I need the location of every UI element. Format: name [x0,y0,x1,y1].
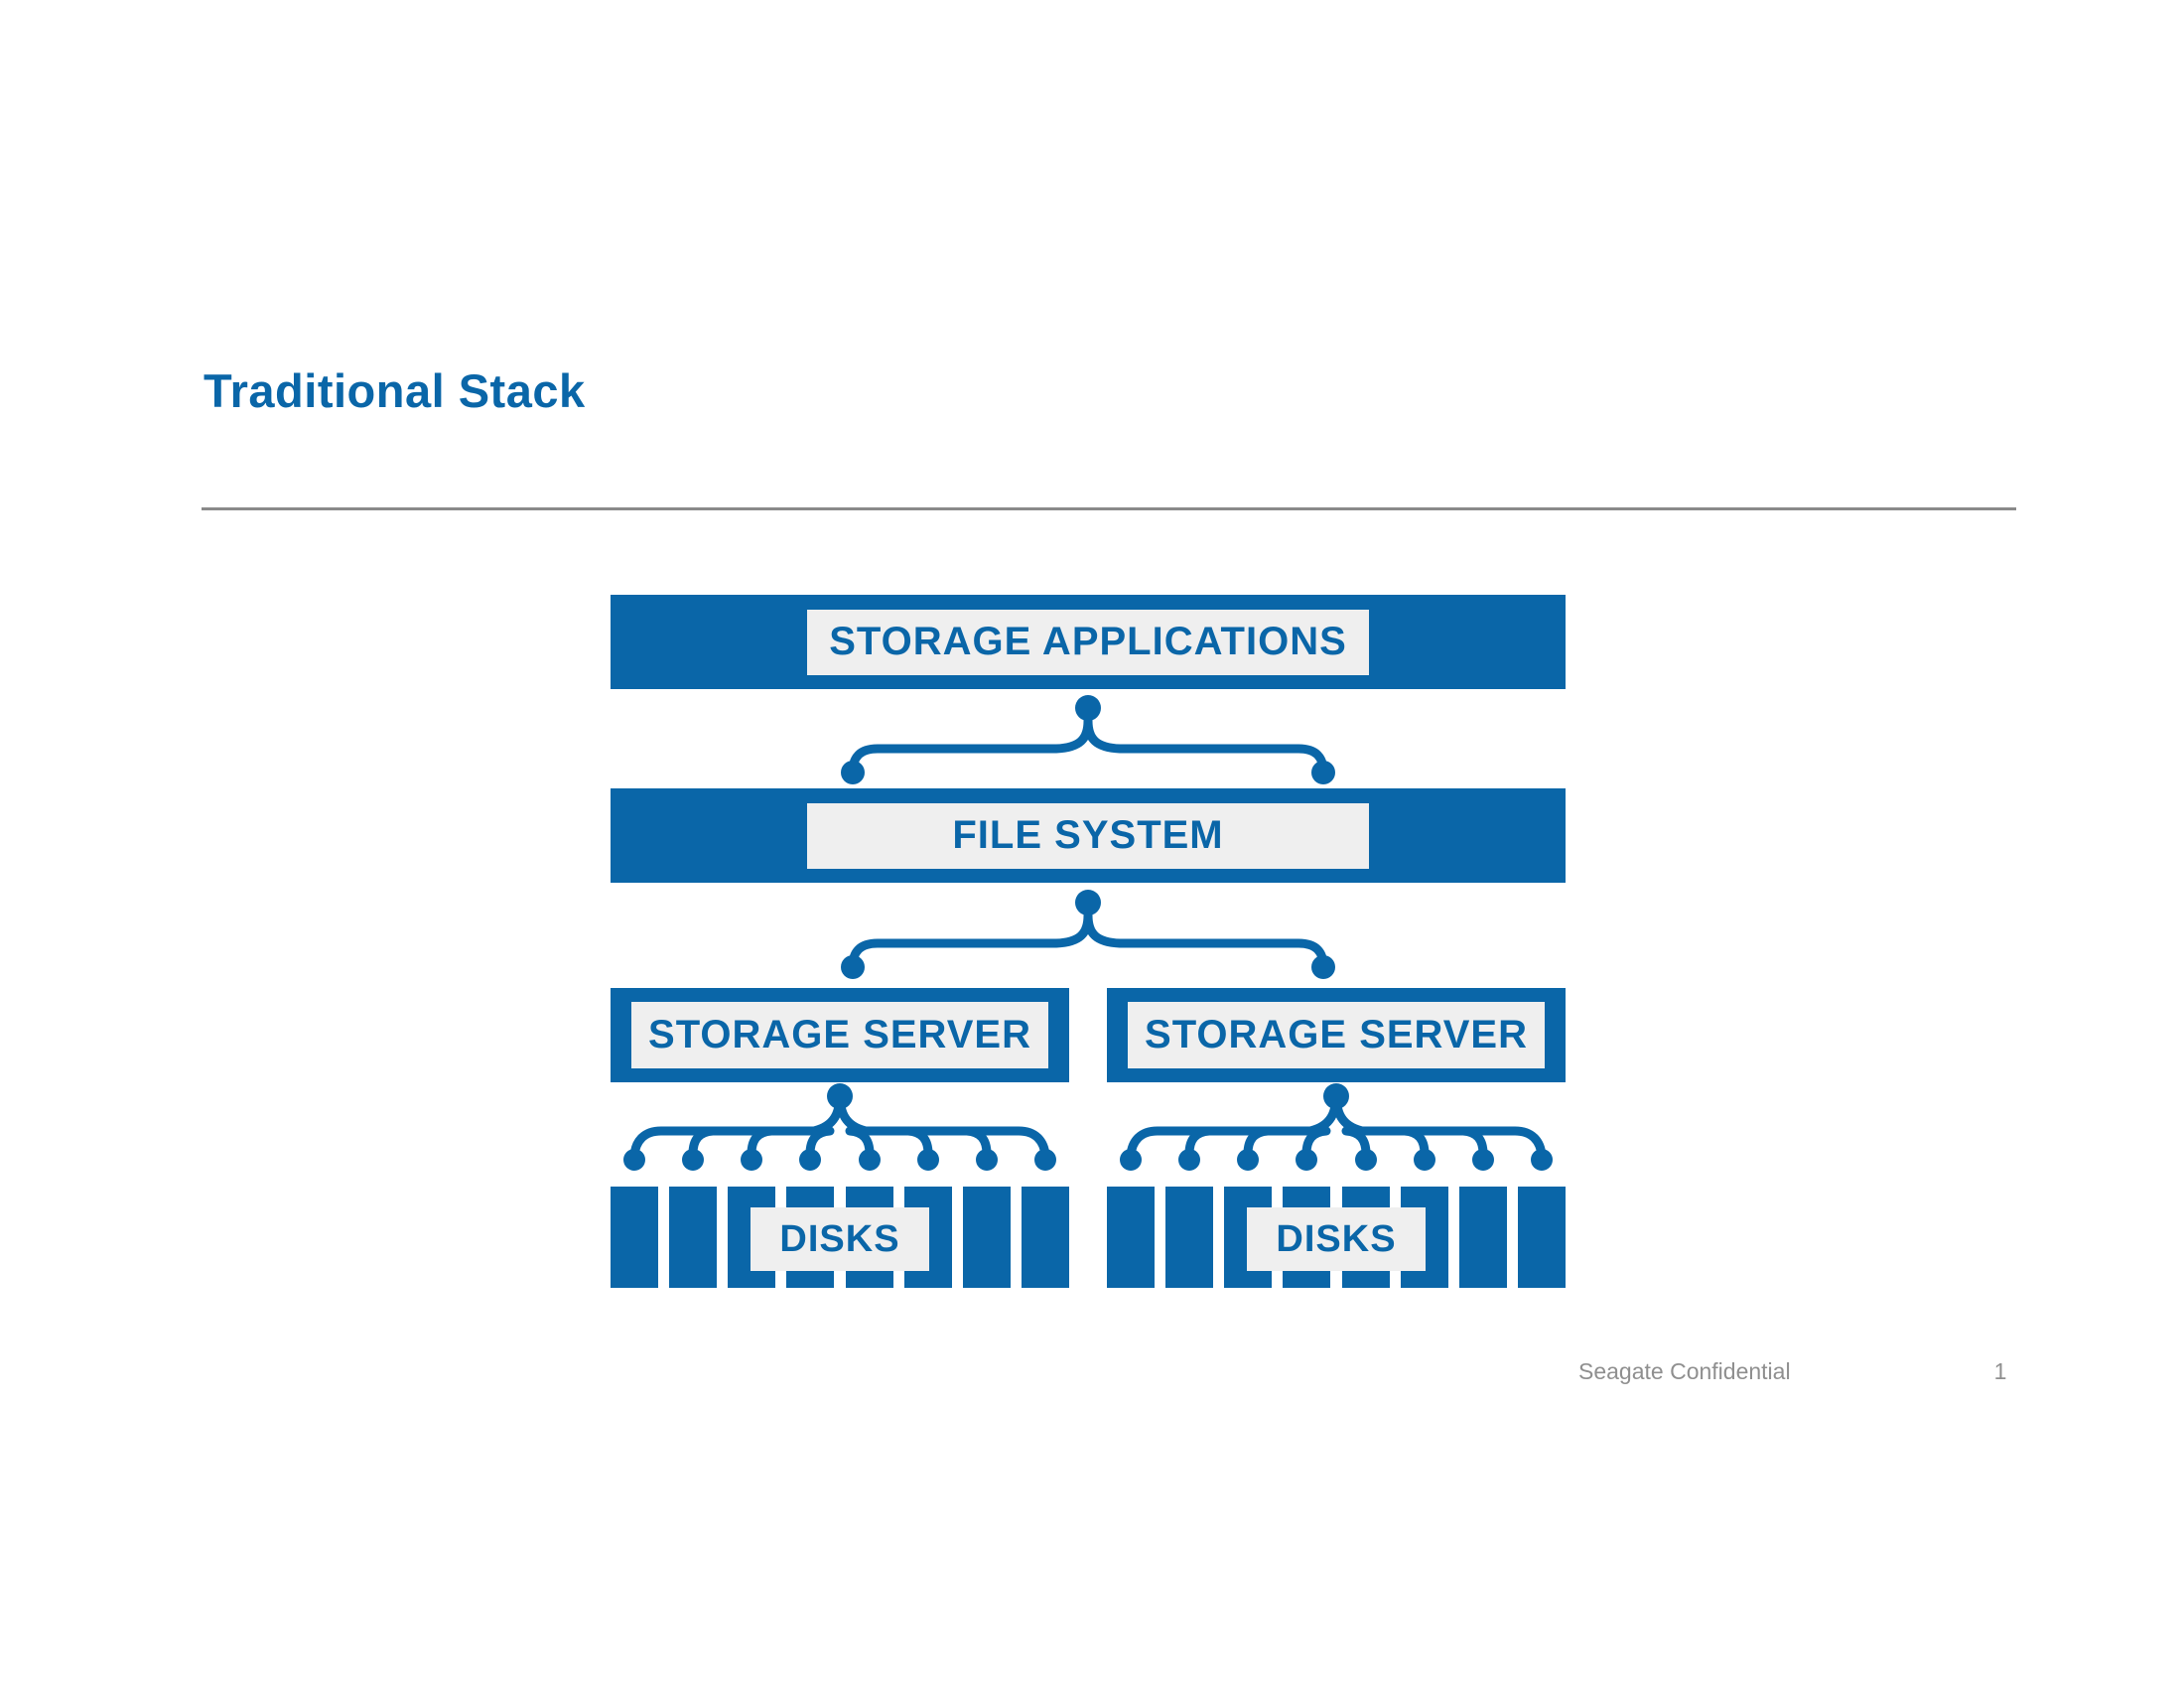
slide-title: Traditional Stack [204,364,586,417]
storage-server-left-box: STORAGE SERVER [611,988,1069,1082]
fan-left-server-to-disks [623,1083,1056,1171]
storage-server-right-box: STORAGE SERVER [1107,988,1566,1082]
disk-bar [1107,1187,1155,1288]
disk-bar [611,1187,658,1288]
footer-page-number: 1 [1993,1358,2007,1384]
storage-applications-label: STORAGE APPLICATIONS [807,609,1369,675]
storage-applications-bar: STORAGE APPLICATIONS [611,595,1566,689]
storage-server-left-label: STORAGE SERVER [631,1002,1048,1068]
disks-left-label: DISKS [751,1207,929,1271]
footer-confidential-text: Seagate Confidential [1578,1358,1791,1384]
storage-server-right-label: STORAGE SERVER [1128,1002,1545,1068]
file-system-label: FILE SYSTEM [807,802,1369,869]
disk-bar [669,1187,718,1288]
file-system-bar: FILE SYSTEM [611,788,1566,883]
fan-right-server-to-disks [1120,1083,1553,1171]
disk-bar [962,1187,1011,1288]
disk-bar [1458,1187,1507,1288]
disk-bar [1021,1187,1069,1288]
connector-fs-to-servers [841,890,1335,979]
disk-bar [1165,1187,1214,1288]
disks-right-label: DISKS [1247,1207,1426,1271]
title-divider-line [202,507,2016,510]
disk-bar [1517,1187,1566,1288]
connector-apps-to-fs [841,695,1335,784]
